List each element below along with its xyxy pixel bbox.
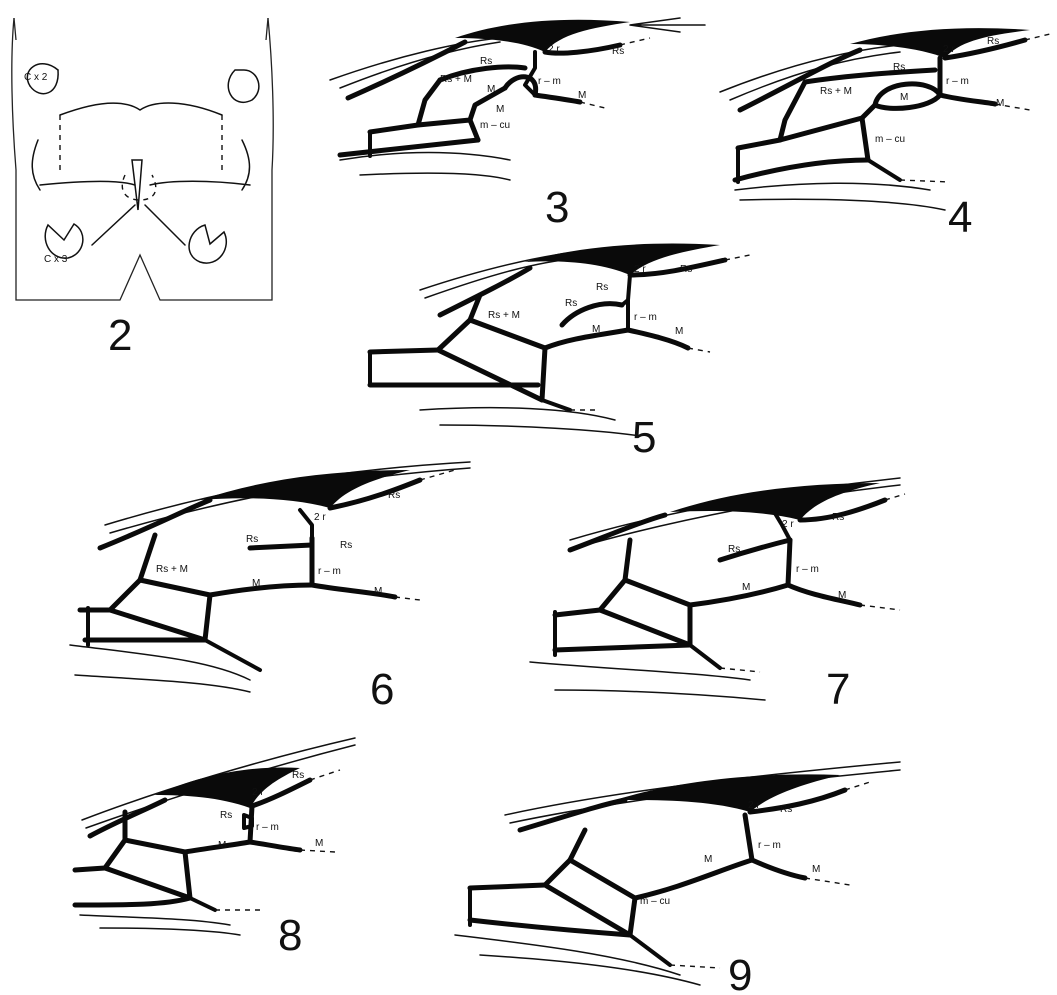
fig3-m-distal-label: M	[578, 90, 586, 101]
fig4-rs-distal-label: Rs	[987, 36, 999, 47]
fig8-2r-label: 2 r	[252, 787, 264, 798]
figure-number-6: 6	[370, 665, 394, 714]
figure-number-2: 2	[108, 311, 132, 360]
fig3-m-cu-label: m – cu	[480, 120, 510, 131]
fig6-rs-label: Rs	[246, 534, 258, 545]
figure-number-4: 4	[948, 193, 972, 242]
fig6-rs-m-label: Rs + M	[156, 564, 188, 575]
fig6-rs-distal-label: Rs	[388, 490, 400, 501]
fig4-rs-label: Rs	[893, 62, 905, 73]
fig8-m-label: M	[218, 840, 226, 851]
fig8-rs-distal-label: Rs	[292, 770, 304, 781]
fig3-rs-distal-label: Rs	[612, 46, 624, 57]
fig7-m-label: M	[742, 582, 750, 593]
fig8-r-m-label: r – m	[256, 822, 279, 833]
figure-5-wing: 2 r Rs Rs Rs Rs + M M r – m M 5	[370, 244, 750, 462]
fig4-m-distal-label: M	[996, 98, 1004, 109]
fig3-rs-m-label: Rs + M	[440, 74, 472, 85]
figure-number-7: 7	[826, 665, 850, 714]
fig5-rs-m-label: Rs + M	[488, 310, 520, 321]
fig5-r-m-label: r – m	[634, 312, 657, 323]
fig3-m-lower-label: M	[496, 104, 504, 115]
fig4-m-cu-label: m – cu	[875, 134, 905, 145]
fig7-m-distal-label: M	[838, 590, 846, 601]
fig4-rs-m-label: Rs + M	[820, 86, 852, 97]
fig9-rs-label: Rs	[780, 804, 792, 815]
coxa-2-right-socket	[228, 70, 259, 102]
figure-6-wing: 2 r Rs Rs Rs Rs + M M r – m M 6	[70, 462, 470, 714]
fig9-m-distal-label: M	[812, 864, 820, 875]
fig5-rs-distal-label: Rs	[680, 264, 692, 275]
fig7-rs-label: Rs	[728, 544, 740, 555]
figure-9-wing: 2 r Rs M r – m M m – cu 9	[455, 762, 900, 995]
figure-3-wing: 2 r Rs Rs Rs + M M M r – m M m – cu 3	[330, 18, 705, 232]
fig7-2r-label: 2 r	[782, 519, 794, 530]
fig7-rs-distal-label: Rs	[832, 512, 844, 523]
fig4-m-label: M	[900, 92, 908, 103]
figure-7-wing: 2 r Rs Rs M r – m M 7	[530, 478, 905, 714]
fig4-2r-label: 2 r	[943, 44, 955, 55]
fig5-2r-label: 2 r	[634, 264, 646, 275]
figure-2-thorax-ventral: C x 2 C x 3 2	[12, 18, 273, 360]
fig6-r-m-label: r – m	[318, 566, 341, 577]
fig8-rs-label: Rs	[220, 810, 232, 821]
fig5-m-label: M	[592, 324, 600, 335]
fig9-r-m-label: r – m	[758, 840, 781, 851]
fig7-r-m-label: r – m	[796, 564, 819, 575]
fig6-2r-label: 2 r	[314, 512, 326, 523]
fig8-m-distal-label: M	[315, 838, 323, 849]
figure-number-8: 8	[278, 911, 302, 960]
coxa-3-label: C x 3	[44, 254, 68, 265]
figure-8-wing: 2 r Rs Rs M r – m M 8	[75, 738, 355, 960]
fig6-m-distal-label: M	[374, 586, 382, 597]
figure-4-wing: 2 r Rs Rs Rs + M M r – m M m – cu 4	[720, 28, 1050, 242]
figure-number-9: 9	[728, 951, 752, 995]
figure-number-3: 3	[545, 183, 569, 232]
fig6-m-label: M	[252, 578, 260, 589]
fig9-m-label: M	[704, 854, 712, 865]
fig9-m-cu-label: m – cu	[640, 896, 670, 907]
fig5-rs-label: Rs	[565, 298, 577, 309]
fig6-rs-branch-label: Rs	[340, 540, 352, 551]
fig3-2r-label: 2 r	[548, 44, 560, 55]
fig3-r-m-label: r – m	[538, 76, 561, 87]
fig3-m-label: M	[487, 84, 495, 95]
fig4-r-m-label: r – m	[946, 76, 969, 87]
coxa-2-label: C x 2	[24, 72, 48, 83]
fig5-rs-branch-label: Rs	[596, 282, 608, 293]
coxa-3-right-socket	[189, 225, 226, 263]
fig9-2r-label: 2 r	[748, 800, 760, 811]
figure-number-5: 5	[632, 413, 656, 462]
fig5-m-distal-label: M	[675, 326, 683, 337]
fig3-rs-label: Rs	[480, 56, 492, 67]
